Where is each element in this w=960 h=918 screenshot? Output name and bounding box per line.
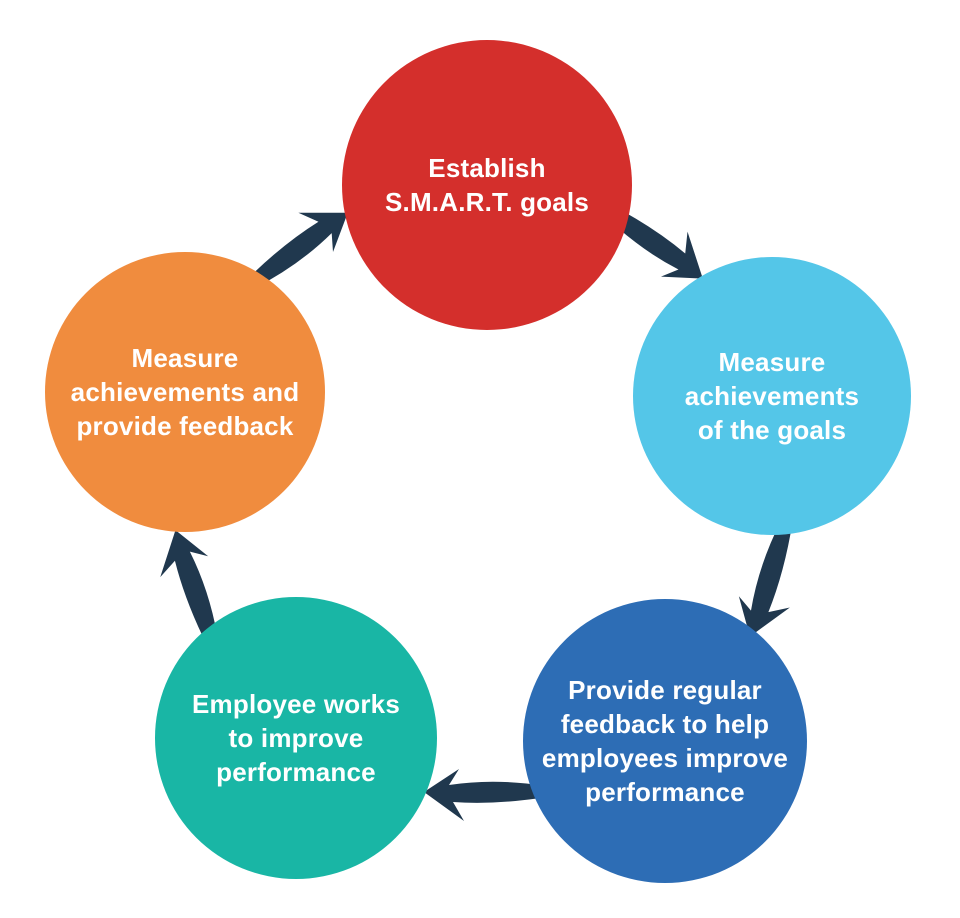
step-measure-achievements-provide-feedback: Measure achievements and provide feedbac…: [45, 252, 325, 532]
arrow-measure-goals-to-provide-feedback-icon: [738, 519, 793, 637]
step-label: Measure achievements of the goals: [684, 347, 860, 445]
step-label: Employee works to improve performance: [192, 689, 400, 787]
step-employee-works-to-improve: Employee works to improve performance: [155, 597, 437, 879]
step-provide-regular-feedback: Provide regular feedback to help employe…: [523, 599, 807, 883]
step-label: Measure achievements and provide feedbac…: [70, 343, 300, 441]
arrow-employee-works-to-measure-feedback-icon: [160, 530, 219, 649]
step-label: Provide regular feedback to help employe…: [541, 675, 789, 807]
arrow-measure-feedback-to-establish-icon: [245, 212, 348, 289]
step-measure-goal-achievements: Measure achievements of the goals: [633, 257, 911, 535]
step-establish-smart-goals: Establish S.M.A.R.T. goals: [342, 40, 632, 330]
arrow-provide-feedback-to-employee-works-icon: [424, 769, 547, 821]
step-label: Establish S.M.A.R.T. goals: [384, 153, 589, 217]
